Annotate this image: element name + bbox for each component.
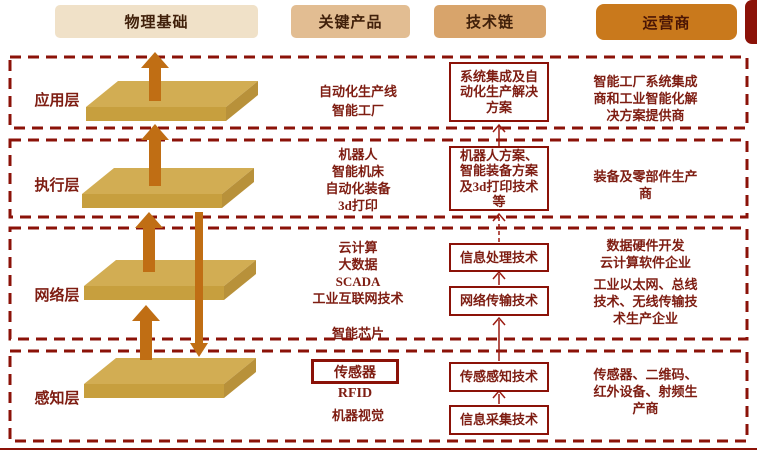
- tech-box-system-integration: 系统集成及自 动化生产解决 方案: [449, 62, 549, 122]
- products-execution: 机器人 智能机床 自动化装备 3d打印: [325, 147, 391, 214]
- label-application-layer: 应用层: [34, 93, 80, 109]
- header-operators: 运营商: [596, 4, 737, 40]
- connector-arrowhead-row1: [492, 123, 506, 133]
- operators-application: 智能工厂系统集成 商和工业智能化解 决方案提供商: [593, 74, 698, 124]
- connector-arrowhead-row2: [492, 212, 506, 222]
- application-layer-frame: [8, 55, 749, 130]
- tech-box-info-processing: 信息处理技术: [449, 243, 549, 272]
- operators-perception: 传感器、二维码、 红外设备、射频生 产商: [593, 367, 698, 417]
- products-perception-vision: 机器视觉: [331, 408, 384, 423]
- application-platform: [86, 81, 258, 121]
- header-key-products: 关键产品: [291, 5, 410, 38]
- products-perception-rfid: RFID: [337, 386, 373, 401]
- tech-box-network-transmission: 网络传输技术: [449, 286, 549, 316]
- connector-arrowhead-processing: [492, 270, 506, 280]
- sensor-highlight-box: 传感器: [311, 359, 399, 384]
- tech-box-robot-solutions: 机器人方案、 智能装备方案 及3d打印技术 等: [449, 146, 549, 211]
- perception-platform: [84, 358, 256, 398]
- label-execution-layer: 执行层: [34, 178, 80, 194]
- execution-platform: [82, 168, 254, 208]
- network-platform: [84, 260, 256, 300]
- products-network: 云计算 大数据 SCADA 工业互联网技术 智能芯片: [312, 240, 404, 341]
- connector-arrowhead-row3: [492, 316, 506, 326]
- header-physical-foundation: 物理基础: [55, 5, 258, 38]
- top-right-corner-accent: [745, 0, 757, 44]
- label-perception-layer: 感知层: [34, 391, 80, 407]
- label-network-layer: 网络层: [34, 288, 80, 304]
- network-layer-frame: [8, 226, 749, 341]
- products-application: 自动化生产线 智能工厂: [318, 84, 397, 118]
- tech-box-sensing-perception: 传感感知技术: [449, 362, 549, 392]
- arrow-up-perception-to-network: [132, 305, 160, 360]
- execution-layer-frame: [8, 138, 749, 219]
- operators-network-lower: 工业以太网、总线 技术、无线传输技 术生产企业: [593, 277, 698, 327]
- arrow-up-network-to-execution: [135, 212, 163, 272]
- arrow-up-application-out: [141, 52, 169, 101]
- operators-execution: 装备及零部件生产 商: [593, 169, 698, 202]
- arrow-up-execution-to-application: [141, 124, 169, 186]
- operators-network-upper: 数据硬件开发 云计算软件企业: [599, 238, 691, 271]
- perception-layer-frame: [8, 349, 749, 443]
- arrow-down-execution-to-perception: [190, 212, 208, 357]
- tech-box-info-collection: 信息采集技术: [449, 405, 549, 435]
- header-tech-chain: 技术链: [434, 5, 546, 38]
